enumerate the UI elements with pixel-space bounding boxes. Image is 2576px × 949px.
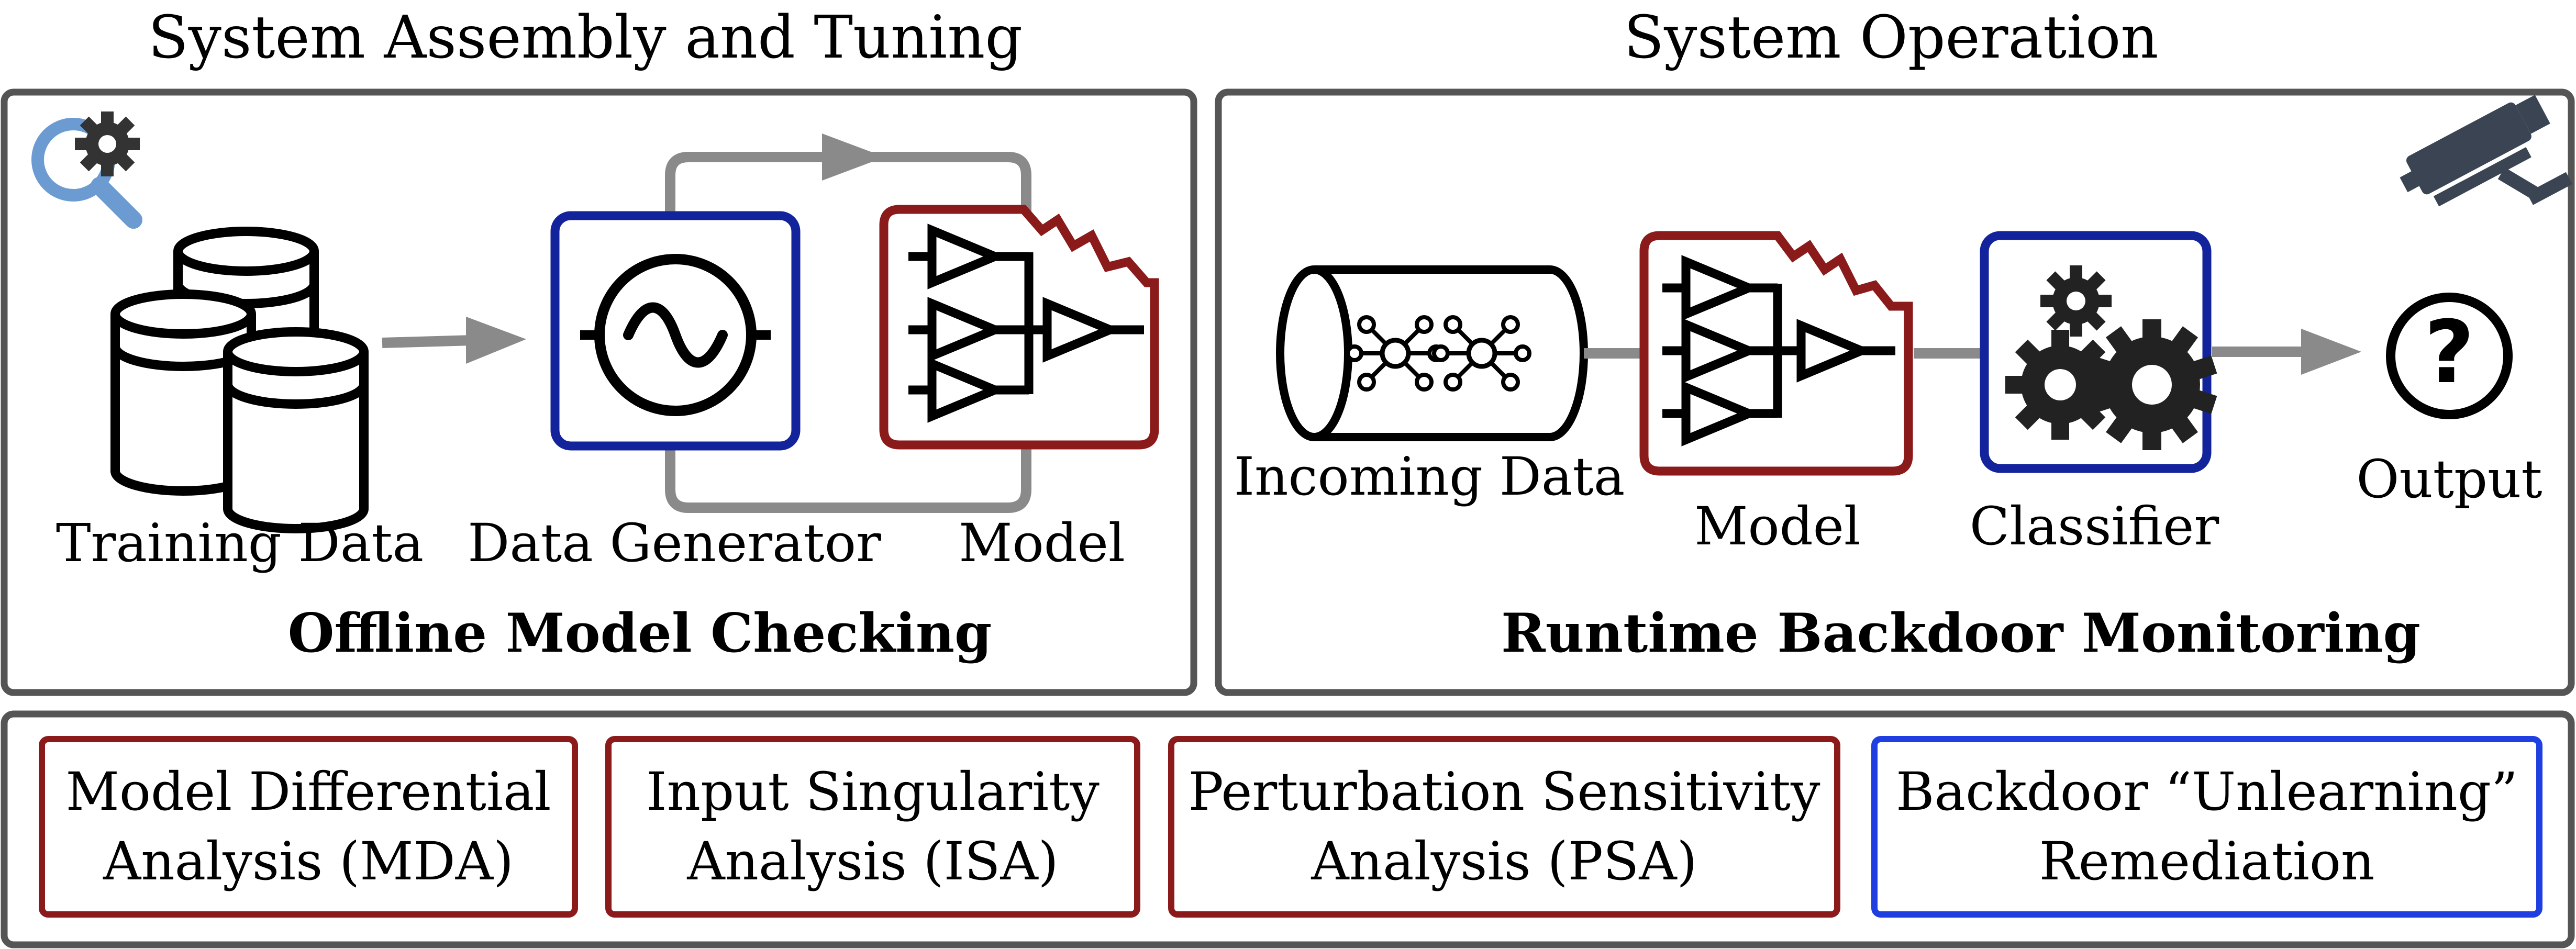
classifier-label: Classifier (1970, 496, 2219, 557)
runtime-panel (1215, 88, 2575, 696)
technique-psa-line1: Perturbation Sensitivity (1188, 761, 1820, 822)
technique-box-unlearning (1871, 736, 2542, 918)
svg-text:?: ? (2424, 302, 2474, 403)
technique-isa-line2: Analysis (ISA) (686, 831, 1058, 892)
left-model-label: Model (959, 512, 1125, 574)
neural-model-icon (1662, 262, 1895, 440)
technique-mda-line1: Model Differential (65, 761, 551, 822)
right-model-label: Model (1694, 496, 1861, 557)
right-section-title: System Operation (1624, 4, 2158, 72)
feedback-loop (665, 133, 1031, 513)
gears-icon (2005, 265, 2217, 450)
oscillator-icon (580, 254, 771, 416)
technique-box-mda (39, 736, 578, 918)
question-mark-icon: ? (2386, 293, 2513, 419)
arrow-icon (2212, 329, 2361, 375)
technique-isa-line1: Input Singularity (646, 761, 1100, 822)
arrow-icon (382, 317, 526, 364)
offline-caption: Offline Model Checking (288, 602, 992, 665)
training-data-label: Training Data (56, 512, 424, 574)
magnifier-gear-icon (31, 111, 142, 229)
database-icon (115, 231, 364, 529)
data-generator-label: Data Generator (468, 512, 881, 574)
incoming-data-label: Incoming Data (1234, 446, 1625, 507)
techniques-panel (1, 710, 2575, 948)
neural-model-icon (908, 230, 1144, 416)
surveillance-camera-icon (2400, 95, 2573, 207)
left-section-title: System Assembly and Tuning (148, 4, 1023, 72)
runtime-caption: Runtime Backdoor Monitoring (1501, 602, 2420, 665)
technique-unlearning-line2: Remediation (2039, 831, 2375, 892)
offline-panel (1, 88, 1197, 696)
technique-box-psa (1168, 736, 1840, 918)
output-label: Output (2356, 449, 2542, 510)
technique-psa-line2: Analysis (PSA) (1311, 831, 1697, 892)
technique-mda-line2: Analysis (MDA) (103, 831, 514, 892)
technique-unlearning-line1: Backdoor “Unlearning” (1896, 761, 2518, 822)
technique-box-isa (605, 736, 1140, 918)
